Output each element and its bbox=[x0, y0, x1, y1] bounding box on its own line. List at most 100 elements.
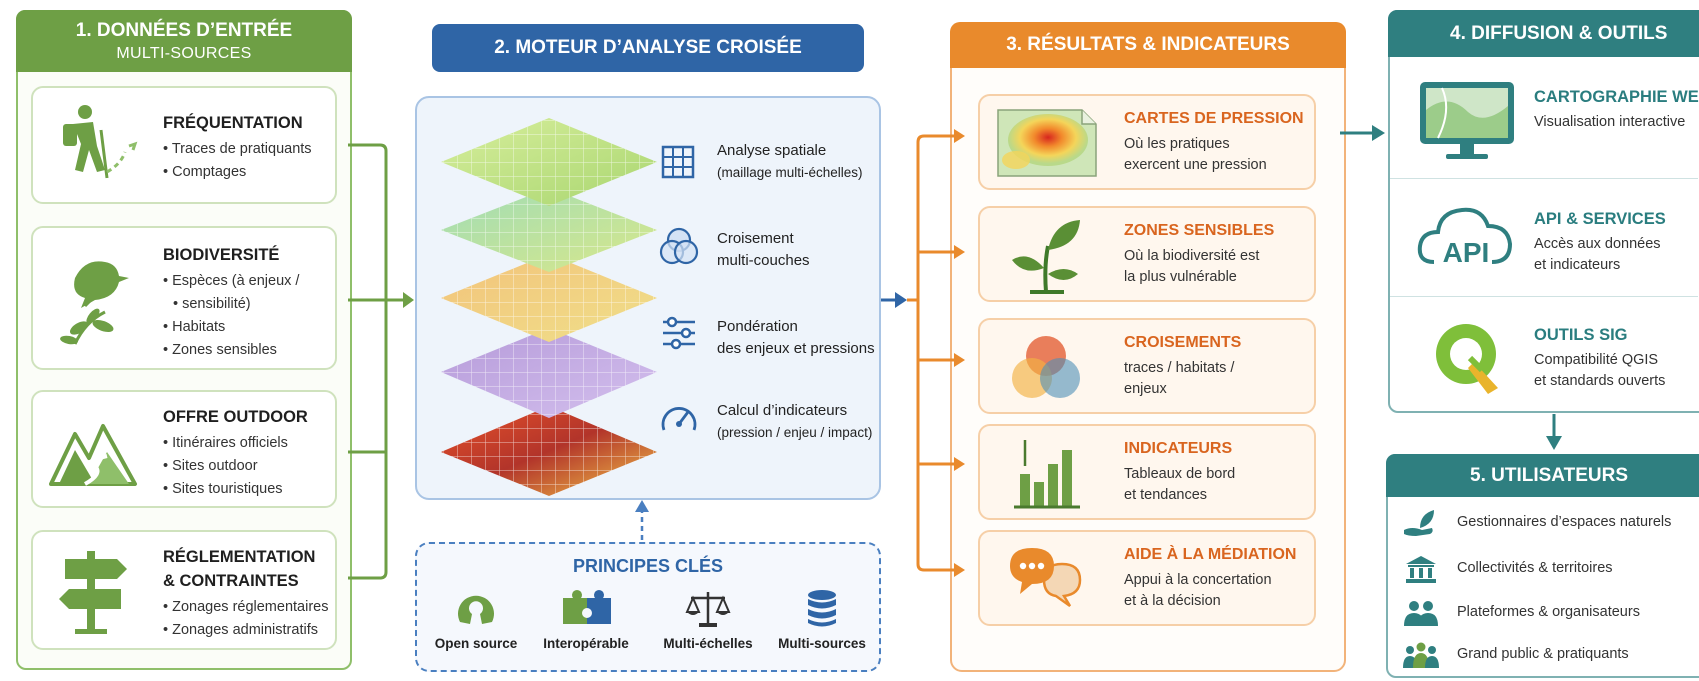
card-title: CROISEMENTS bbox=[1124, 334, 1242, 351]
svg-text:API: API bbox=[1443, 237, 1490, 268]
sliders-icon bbox=[663, 316, 695, 350]
arrow-head-icon bbox=[635, 500, 649, 512]
feature-cross-layers: Croisement multi-couches bbox=[717, 228, 810, 272]
card-title: INDICATEURS bbox=[1124, 440, 1233, 457]
diffusion-title: 4. DIFFUSION & OUTILS bbox=[1388, 10, 1699, 57]
people-icon bbox=[1404, 601, 1438, 626]
list-item: Habitats bbox=[163, 316, 299, 339]
crowd-icon bbox=[1403, 642, 1439, 668]
tool-web-mapping: CARTOGRAPHIE WEB Visualisation interacti… bbox=[1390, 60, 1699, 176]
results-connector bbox=[907, 134, 956, 572]
input-data-header: 1. DONNÉES D’ENTRÉE MULTI-SOURCES bbox=[16, 10, 352, 72]
tool-title: CARTOGRAPHIE WEB bbox=[1534, 88, 1699, 106]
list-item: Sites outdoor bbox=[163, 455, 288, 478]
bird-icon bbox=[60, 261, 129, 345]
input-card-reglementation: RÉGLEMENTATION & CONTRAINTES Zonages rég… bbox=[31, 530, 337, 650]
feature-sub: multi-couches bbox=[717, 252, 810, 269]
database-icon bbox=[808, 590, 836, 627]
list-item: Zones sensibles bbox=[163, 339, 299, 362]
overlap-icon bbox=[1012, 336, 1080, 398]
input-card-outdoor: OFFRE OUTDOOR Itinéraires officiels Site… bbox=[31, 390, 337, 508]
feature-sub: (maillage multi-échelles) bbox=[717, 165, 863, 180]
card-list: Espèces (à enjeux / sensibilité) Habitat… bbox=[163, 270, 299, 362]
user-label: Grand public & pratiquants bbox=[1457, 646, 1629, 662]
input-card-frequentation: FRÉQUENTATION Traces de pratiquants Comp… bbox=[31, 86, 337, 204]
tool-desc: Visualisation interactive bbox=[1534, 114, 1686, 130]
card-title-line2: & CONTRAINTES bbox=[163, 572, 299, 590]
card-title: ZONES SENSIBLES bbox=[1124, 222, 1275, 239]
user-natural-area-managers: Gestionnaires d’espaces naturels bbox=[1402, 506, 1699, 540]
user-label: Gestionnaires d’espaces naturels bbox=[1457, 514, 1672, 530]
arrow-head-icon bbox=[954, 457, 965, 471]
tool-title: API & SERVICES bbox=[1534, 210, 1666, 228]
results-title: 3. RÉSULTATS & INDICATEURS bbox=[950, 22, 1346, 68]
key-principles-panel: PRINCIPES CLÉS Open source Interopérable… bbox=[415, 542, 881, 672]
balance-icon bbox=[685, 592, 731, 627]
arrow-head-icon bbox=[954, 129, 965, 143]
arrow-head-icon bbox=[1546, 436, 1562, 450]
arrow-head-icon bbox=[403, 292, 414, 308]
api-cloud-icon: API bbox=[1417, 207, 1513, 268]
feature-sub: (pression / enjeu / impact) bbox=[717, 425, 873, 440]
arrow-head-icon bbox=[1372, 125, 1385, 141]
card-title: BIODIVERSITÉ bbox=[163, 246, 280, 264]
venn-icon bbox=[659, 227, 699, 265]
card-list: Zonages réglementaires Zonages administr… bbox=[163, 596, 328, 642]
input-data-title: 1. DONNÉES D’ENTRÉE bbox=[75, 20, 293, 41]
open-source-icon bbox=[458, 595, 494, 624]
layer-stack-icon bbox=[441, 118, 657, 496]
leaf-hand-icon bbox=[1404, 510, 1434, 536]
arrow-head-icon bbox=[954, 353, 965, 367]
feature-label: Pondération bbox=[717, 318, 798, 335]
card-list: Itinéraires officiels Sites outdoor Site… bbox=[163, 432, 288, 501]
gauge-icon bbox=[661, 407, 697, 431]
speech-bubbles-icon bbox=[1010, 548, 1082, 608]
monitor-map-icon bbox=[1420, 82, 1514, 159]
list-item: Itinéraires officiels bbox=[163, 432, 288, 455]
input-connector bbox=[348, 143, 405, 580]
result-card-crossings: CROISEMENTS traces / habitats /enjeux bbox=[978, 318, 1316, 414]
users-title: 5. UTILISATEURS bbox=[1386, 454, 1699, 497]
divider bbox=[1390, 178, 1698, 179]
analysis-engine-panel: Analyse spatiale (maillage multi-échelle… bbox=[415, 96, 881, 500]
principle-open-source: Open source bbox=[421, 588, 531, 651]
feature-spatial-analysis: Analyse spatiale (maillage multi-échelle… bbox=[717, 140, 863, 184]
principle-label: Multi-sources bbox=[778, 636, 866, 651]
signpost-icon bbox=[59, 551, 127, 634]
list-item: Espèces (à enjeux / bbox=[163, 270, 299, 293]
principle-interoperable: Interopérable bbox=[531, 588, 641, 651]
principle-multi-scale: Multi-échelles bbox=[653, 588, 763, 651]
divider bbox=[1390, 296, 1698, 297]
card-title: OFFRE OUTDOOR bbox=[163, 408, 308, 426]
input-data-subtitle: MULTI-SOURCES bbox=[116, 45, 252, 62]
feature-label: Croisement bbox=[717, 230, 794, 247]
card-list: Traces de pratiquants Comptages bbox=[163, 138, 312, 184]
user-local-authorities: Collectivités & territoires bbox=[1402, 552, 1699, 586]
arrow-head-icon bbox=[954, 245, 965, 259]
list-item: Sites touristiques bbox=[163, 478, 288, 501]
arrow-head-icon bbox=[895, 292, 907, 308]
arrow-head-icon bbox=[954, 563, 965, 577]
principle-label: Interopérable bbox=[543, 636, 629, 651]
card-title: FRÉQUENTATION bbox=[163, 114, 303, 132]
key-principles-title: PRINCIPES CLÉS bbox=[572, 556, 724, 576]
card-desc: traces / habitats /enjeux bbox=[1124, 360, 1235, 397]
bar-chart-icon bbox=[1014, 440, 1080, 509]
user-label: Plateformes & organisateurs bbox=[1457, 604, 1640, 620]
feature-indicators: Calcul d’indicateurs (pression / enjeu /… bbox=[717, 400, 872, 444]
list-item: Zonages réglementaires bbox=[163, 596, 328, 619]
analysis-engine-title: 2. MOTEUR D’ANALYSE CROISÉE bbox=[432, 24, 864, 72]
feature-label: Calcul d’indicateurs bbox=[717, 402, 848, 419]
heatmap-icon bbox=[997, 109, 1097, 177]
grid-icon bbox=[661, 145, 695, 179]
plant-icon bbox=[1012, 220, 1080, 294]
mountain-icon bbox=[49, 424, 137, 486]
